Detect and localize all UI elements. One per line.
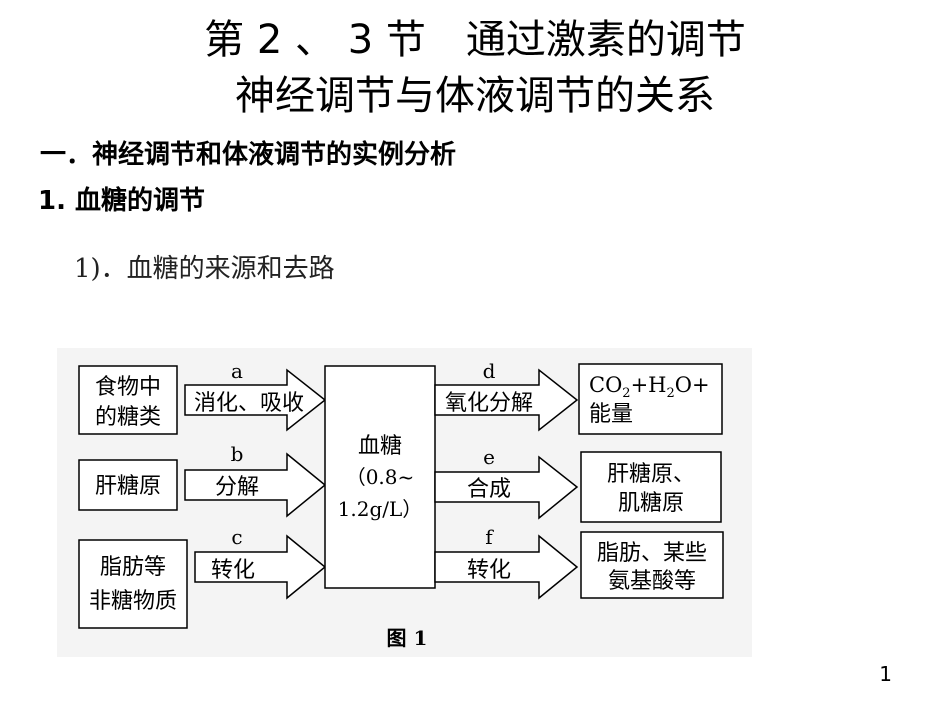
- subsection-heading: 1. 血糖的调节: [38, 186, 206, 216]
- target-formula: CO2+H2O+: [589, 373, 710, 401]
- arrow-b: [184, 452, 327, 518]
- arrow-a-label: 消化、吸收: [194, 391, 304, 416]
- source-fat-line2: 非糖物质: [89, 589, 177, 614]
- arrow-c-letter: c: [231, 525, 242, 549]
- target-glycogen-line1: 肝糖原、: [607, 462, 695, 487]
- arrow-f: [434, 534, 579, 600]
- target-fat-line1: 脂肪、某些: [597, 541, 707, 566]
- target-box-glycogen: [580, 451, 722, 523]
- arrow-c-label: 转化: [211, 558, 255, 583]
- source-food-line1: 食物中: [95, 375, 161, 400]
- source-box-fat: [78, 539, 188, 629]
- center-line3: 1.2g/L）: [338, 497, 423, 521]
- arrow-e-label: 合成: [467, 477, 511, 502]
- arrow-b-letter: b: [231, 442, 244, 466]
- arrow-e: [434, 455, 579, 520]
- arrow-f-label: 转化: [467, 558, 511, 583]
- arrow-c: [194, 534, 327, 600]
- arrow-a: [184, 368, 327, 432]
- source-food-line2: 的糖类: [95, 405, 161, 430]
- arrow-d-letter: d: [483, 359, 496, 383]
- page-number: 1: [879, 662, 892, 686]
- center-line2: （0.8~: [346, 465, 415, 489]
- target-fat-line2: 氨基酸等: [608, 569, 696, 594]
- source-box-liver-glycogen: [78, 459, 178, 511]
- diagram-caption: 图 1: [387, 626, 428, 650]
- subsubsection-heading: 1)．血糖的来源和去路: [74, 254, 335, 284]
- arrow-a-letter: a: [231, 359, 243, 383]
- arrow-d-label: 氧化分解: [445, 391, 533, 416]
- source-fat-line1: 脂肪等: [100, 555, 166, 580]
- target-box-co2-h2o-energy: [578, 363, 723, 435]
- arrow-b-label: 分解: [215, 475, 259, 500]
- target-box-fat-amino: [580, 531, 724, 599]
- title-line-2: 神经调节与体液调节的关系: [235, 73, 715, 119]
- arrow-f-letter: f: [485, 525, 494, 549]
- blood-sugar-diagram: 食物中 的糖类 肝糖原 脂肪等 非糖物质 a 消化、吸收 b 分解 c 转化 血…: [57, 348, 752, 657]
- title-line-1: 第 2 、 3 节 通过激素的调节: [204, 17, 746, 63]
- arrow-d: [434, 368, 579, 432]
- center-line1: 血糖: [358, 434, 402, 459]
- source-liver-glycogen: 肝糖原: [95, 474, 161, 499]
- target-glycogen-line2: 肌糖原: [618, 491, 684, 516]
- target-energy: 能量: [589, 402, 633, 427]
- source-box-food-sugar: [78, 365, 178, 435]
- arrow-e-letter: e: [483, 445, 495, 469]
- section-heading: 一．神经调节和体液调节的实例分析: [40, 140, 457, 170]
